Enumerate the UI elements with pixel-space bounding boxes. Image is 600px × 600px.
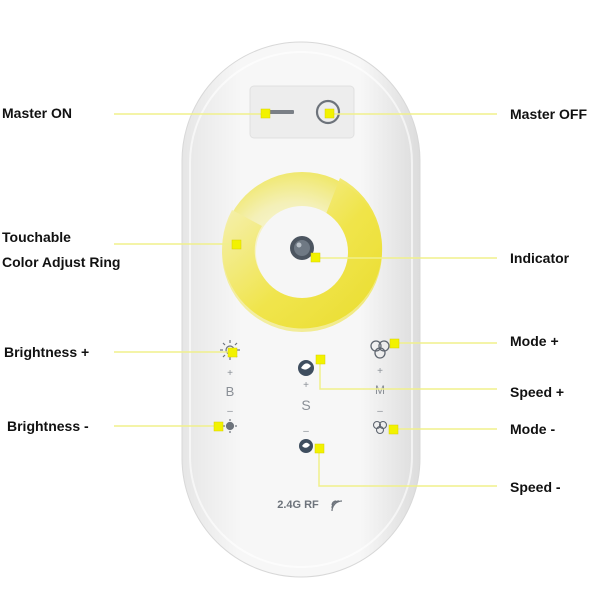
power-ring-icon[interactable] bbox=[315, 99, 341, 125]
callout-dot-mode-minus bbox=[388, 424, 399, 435]
callout-dot-ring bbox=[231, 239, 242, 250]
callout-dot-brightness-plus bbox=[227, 347, 238, 358]
callout-dot-speed-minus bbox=[314, 443, 325, 454]
minus-bar-icon[interactable] bbox=[268, 110, 294, 114]
callout-line-speed-minus bbox=[318, 448, 497, 487]
label-speed-plus: Speed + bbox=[510, 384, 565, 400]
label-ring-line1: Touchable bbox=[2, 229, 71, 245]
three-circles-small-icon[interactable] bbox=[372, 420, 388, 435]
swirl-small-icon[interactable] bbox=[299, 439, 313, 453]
label-brightness-plus: Brightness + bbox=[4, 344, 90, 360]
label-brightness-minus: Brightness - bbox=[7, 418, 89, 434]
callout-dot-master-off bbox=[324, 108, 335, 119]
speed-label: S bbox=[301, 397, 310, 413]
callout-line-speed-plus bbox=[319, 359, 497, 390]
power-panel bbox=[249, 85, 355, 139]
label-speed-minus: Speed - bbox=[510, 479, 561, 495]
rf-label: 2.4G RF bbox=[277, 499, 319, 511]
speed-plus-sign: + bbox=[303, 380, 309, 391]
callout-dot-speed-plus bbox=[315, 354, 326, 365]
brightness-plus-sign: + bbox=[227, 368, 233, 379]
brightness-minus-sign: – bbox=[227, 406, 233, 417]
brightness-label: B bbox=[226, 384, 235, 399]
label-master-off: Master OFF bbox=[510, 106, 588, 122]
three-circles-icon[interactable] bbox=[370, 340, 390, 359]
label-ring-line2: Color Adjust Ring bbox=[2, 254, 121, 270]
indicator-dot-icon bbox=[290, 236, 314, 260]
callout-dot-indicator bbox=[310, 252, 321, 263]
label-mode-plus: Mode + bbox=[510, 333, 559, 349]
remote-body-highlight bbox=[189, 51, 413, 568]
label-mode-minus: Mode - bbox=[510, 421, 556, 437]
sun-filled-icon[interactable] bbox=[223, 419, 237, 433]
mode-minus-sign: – bbox=[377, 406, 383, 417]
wifi-arcs-icon bbox=[331, 500, 343, 512]
callout-dot-mode-plus bbox=[389, 338, 400, 349]
speed-minus-sign: – bbox=[303, 426, 309, 437]
mode-label: M bbox=[375, 383, 385, 397]
label-master-on: Master ON bbox=[2, 105, 73, 121]
callout-dot-brightness-minus bbox=[213, 421, 224, 432]
label-indicator: Indicator bbox=[510, 250, 570, 266]
mode-plus-sign: + bbox=[377, 366, 383, 377]
callout-dot-master-on bbox=[260, 108, 271, 119]
swirl-icon[interactable] bbox=[298, 360, 314, 376]
